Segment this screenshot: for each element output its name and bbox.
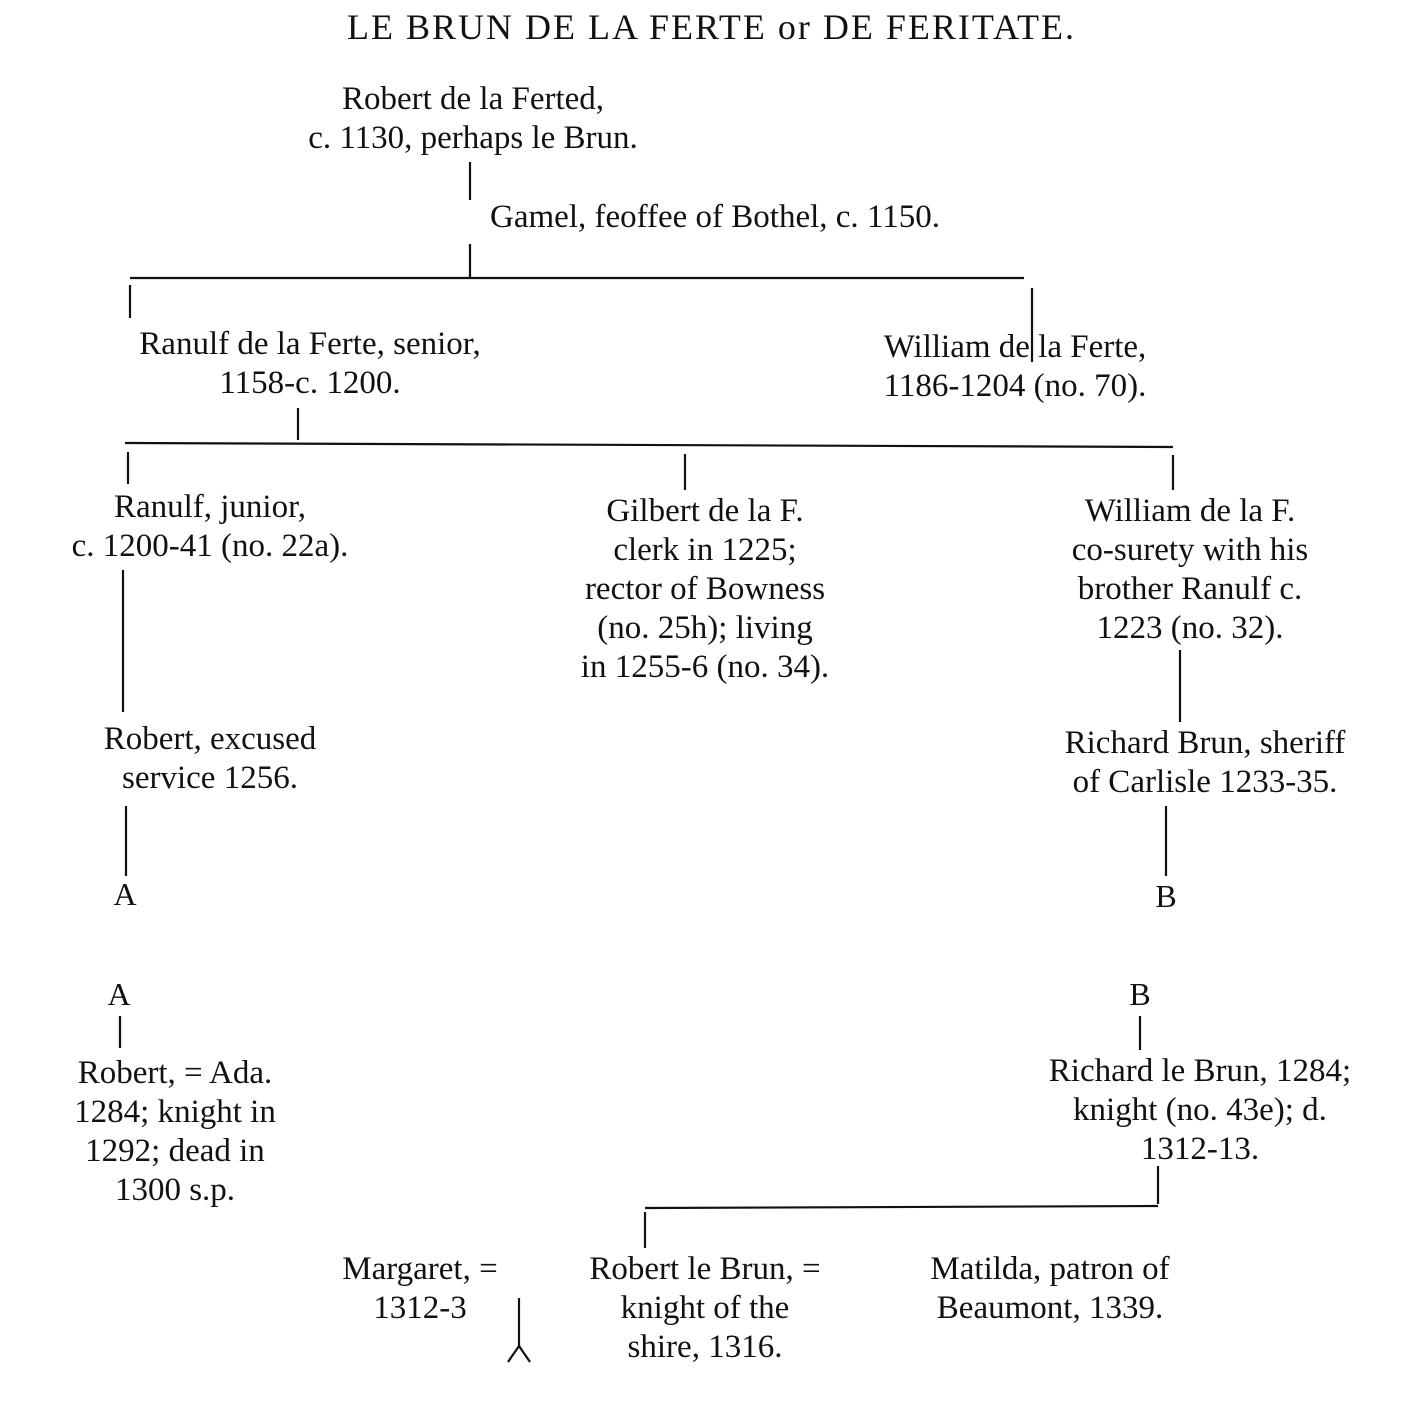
- marker-a-top: A: [113, 876, 137, 912]
- person-robert-ada: Robert, = Ada. 1284; knight in 1292; dea…: [74, 1055, 276, 1208]
- issue-fork-left: [507, 1345, 520, 1363]
- bar-ranulf-senior-children: [124, 441, 1174, 449]
- bar-richard-le-brun-children: [644, 1204, 1159, 1210]
- person-ranulf-junior: Ranulf, junior, c. 1200-41 (no. 22a).: [71, 489, 349, 564]
- person-richard-le-brun: Richard le Brun, 1284; knight (no. 43e);…: [1048, 1053, 1352, 1167]
- person-gilbert: Gilbert de la F. clerk in 1225; rector o…: [580, 493, 830, 685]
- person-richard-brun-sheriff: Richard Brun, sheriff of Carlisle 1233-3…: [1064, 725, 1346, 800]
- diagram-title: LE BRUN DE LA FERTE or DE FERITATE.: [347, 7, 1076, 47]
- marker-b-top: B: [1155, 878, 1177, 914]
- issue-fork-right: [518, 1345, 531, 1363]
- person-gamel: Gamel, feoffee of Bothel, c. 1150.: [490, 199, 940, 235]
- person-robert-de-la-ferted: Robert de la Ferted, c. 1130, perhaps le…: [308, 81, 638, 156]
- person-robert-le-brun: Robert le Brun, = knight of the shire, 1…: [589, 1251, 821, 1365]
- marker-b-bottom: B: [1129, 976, 1151, 1012]
- person-william-de-la-f: William de la F. co-surety with his brot…: [1071, 493, 1309, 646]
- person-robert-excused: Robert, excused service 1256.: [103, 721, 317, 796]
- person-margaret: Margaret, = 1312-3: [342, 1251, 498, 1326]
- marker-a-bottom: A: [107, 976, 131, 1012]
- person-ranulf-senior: Ranulf de la Ferte, senior, 1158-c. 1200…: [139, 326, 481, 401]
- person-matilda: Matilda, patron of Beaumont, 1339.: [930, 1251, 1170, 1326]
- person-william-de-la-ferte: William de la Ferte, 1186-1204 (no. 70).: [883, 329, 1147, 404]
